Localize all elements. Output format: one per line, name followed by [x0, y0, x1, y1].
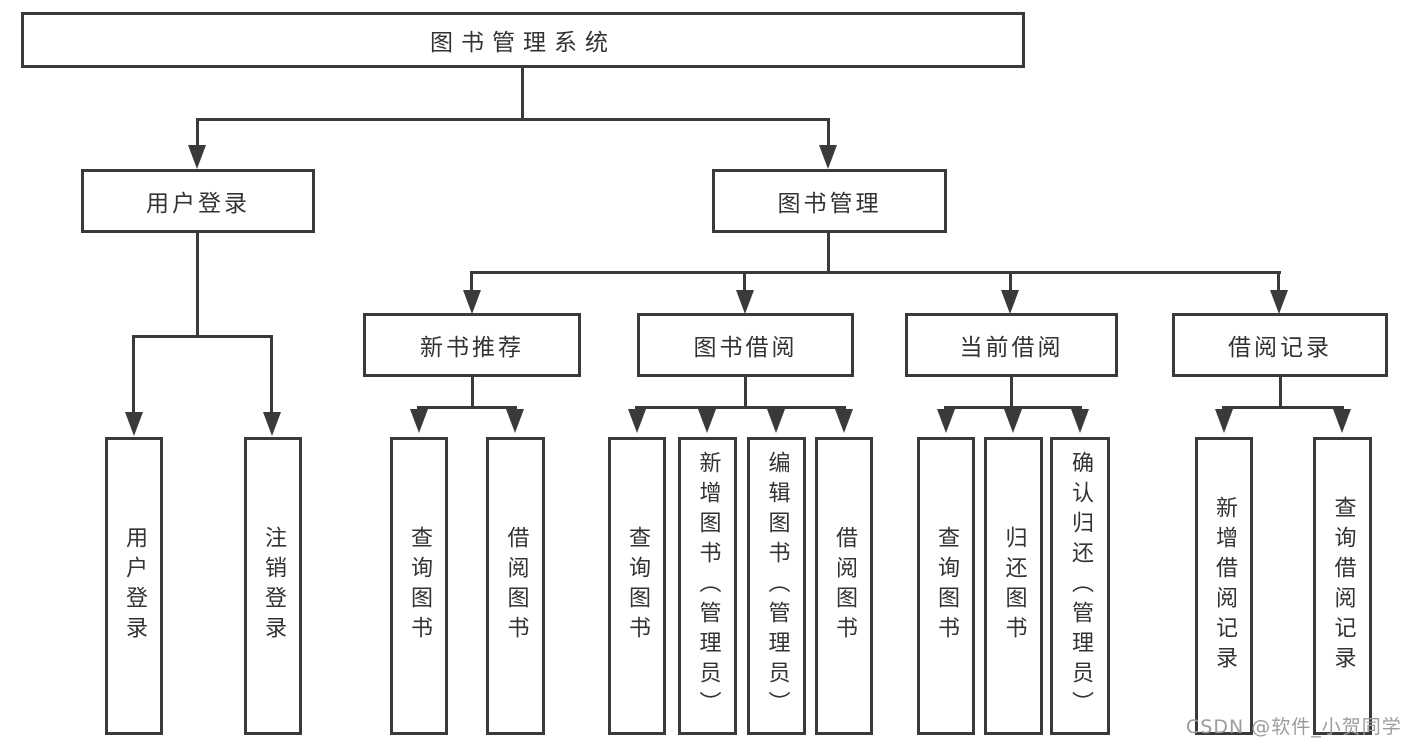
node-label: 图书管理系统	[430, 30, 616, 56]
arrowhead-down-icon	[698, 409, 716, 433]
node-label: 图书管理	[777, 191, 882, 217]
node-label: 查询图书	[934, 526, 959, 646]
node-library-system: 图书管理系统	[21, 12, 1025, 68]
connector-book-mgmt-stem	[827, 233, 830, 274]
node-label: 新增借阅记录	[1212, 496, 1237, 676]
arrowhead-down-icon	[463, 290, 481, 314]
arrowhead-down-icon	[1270, 290, 1288, 314]
connector-level1-rail	[196, 118, 830, 121]
connector-group-stem	[1279, 377, 1282, 409]
node-borrowing-records: 借阅记录	[1172, 313, 1388, 377]
node-label: 注销登录	[261, 526, 286, 646]
node-label: 新增图书（管理员）	[695, 451, 721, 721]
arrowhead-down-icon	[1004, 409, 1022, 433]
node-label: 新书推荐	[420, 335, 524, 361]
connector-group-rail	[417, 406, 517, 409]
connector-leaf-drop	[270, 335, 273, 412]
node-label: 查询借阅记录	[1330, 496, 1356, 676]
connector-leaf-drop	[132, 335, 135, 412]
arrowhead-down-icon	[506, 409, 524, 433]
node-label: 归还图书	[1001, 526, 1027, 646]
leaf-query-books-borrowing: 查询图书	[608, 437, 666, 735]
arrowhead-down-icon	[188, 145, 206, 169]
connector-group-drop	[1277, 271, 1280, 291]
connector-group-stem	[744, 377, 747, 409]
node-label: 确认归还（管理员）	[1068, 451, 1093, 721]
leaf-query-borrow-record: 查询借阅记录	[1313, 437, 1372, 735]
node-current-borrowing: 当前借阅	[905, 313, 1118, 377]
arrowhead-down-icon	[736, 290, 754, 314]
leaf-query-books-current: 查询图书	[917, 437, 975, 735]
node-label: 用户登录	[122, 526, 147, 646]
node-label: 借阅记录	[1228, 335, 1332, 361]
node-label: 查询图书	[625, 526, 650, 646]
connector-user-login-stem	[196, 233, 199, 337]
connector-group-stem	[1010, 377, 1013, 409]
node-new-book-recommendation: 新书推荐	[363, 313, 581, 377]
node-user-login: 用户登录	[81, 169, 315, 233]
arrowhead-down-icon	[1333, 409, 1351, 433]
leaf-query-books-recommend: 查询图书	[390, 437, 448, 735]
leaf-add-book-admin: 新增图书（管理员）	[678, 437, 737, 735]
arrowhead-down-icon	[835, 409, 853, 433]
connector-group-drop	[470, 271, 473, 291]
arrowhead-down-icon	[1071, 409, 1089, 433]
arrowhead-down-icon	[819, 145, 837, 169]
connector-group-drop	[743, 271, 746, 291]
connector-book-mgmt-drop	[827, 118, 830, 148]
leaf-borrow-books-recommend: 借阅图书	[486, 437, 545, 735]
connector-level2-rail	[470, 271, 1281, 274]
leaf-confirm-return-admin: 确认归还（管理员）	[1050, 437, 1110, 735]
connector-group-drop	[1009, 271, 1012, 291]
arrowhead-down-icon	[410, 409, 428, 433]
node-label: 当前借阅	[959, 335, 1064, 361]
arrowhead-down-icon	[263, 412, 281, 436]
leaf-edit-book-admin: 编辑图书（管理员）	[747, 437, 806, 735]
node-label: 编辑图书（管理员）	[764, 451, 790, 721]
node-label: 查询图书	[407, 526, 432, 646]
node-label: 图书借阅	[693, 335, 798, 361]
arrowhead-down-icon	[767, 409, 785, 433]
watermark-text: CSDN @软件_小贺同学	[1186, 716, 1402, 738]
node-book-management: 图书管理	[712, 169, 947, 233]
connector-root-stem	[521, 68, 524, 120]
node-label: 用户登录	[146, 191, 250, 217]
connector-user-login-rail	[132, 335, 273, 338]
connector-group-rail	[944, 406, 1082, 409]
leaf-borrow-books-borrowing: 借阅图书	[815, 437, 873, 735]
connector-group-rail	[1222, 406, 1344, 409]
connector-group-rail	[635, 406, 846, 409]
connector-user-login-drop	[196, 118, 199, 148]
arrowhead-down-icon	[125, 412, 143, 436]
leaf-add-borrow-record: 新增借阅记录	[1195, 437, 1253, 735]
node-label: 借阅图书	[832, 526, 857, 646]
leaf-logout: 注销登录	[244, 437, 302, 735]
node-label: 借阅图书	[503, 526, 529, 646]
arrowhead-down-icon	[1215, 409, 1233, 433]
arrowhead-down-icon	[1001, 290, 1019, 314]
arrowhead-down-icon	[628, 409, 646, 433]
leaf-user-login: 用户登录	[105, 437, 163, 735]
connector-group-stem	[471, 377, 474, 409]
leaf-return-books: 归还图书	[984, 437, 1043, 735]
arrowhead-down-icon	[937, 409, 955, 433]
node-book-borrowing: 图书借阅	[637, 313, 854, 377]
